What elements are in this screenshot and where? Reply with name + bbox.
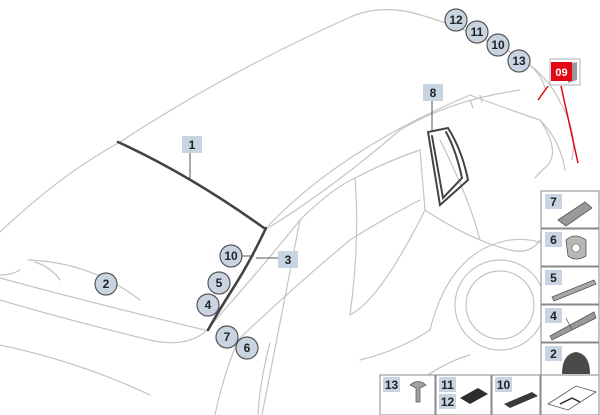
circle-label-top-13[interactable]: 13 <box>507 49 531 73</box>
reference-badge-text: 09 <box>555 67 567 79</box>
trim-icon <box>549 311 597 341</box>
part-thumb-5[interactable]: 5 <box>540 266 600 305</box>
circle-label-top-10[interactable]: 10 <box>486 33 510 57</box>
label-side-window[interactable]: 8 <box>423 84 443 101</box>
label-side-window-text: 8 <box>430 86 437 100</box>
circle-label-top-10-text: 10 <box>491 38 505 52</box>
part-thumb-6[interactable]: 6 <box>540 228 600 267</box>
part-thumb-10-text: 10 <box>497 378 511 392</box>
reference-line <box>560 85 579 164</box>
parts-panel: 7 6 5 4 2 <box>379 190 600 415</box>
circle-label-top-11-text: 11 <box>471 25 484 39</box>
circle-label-pillar-4[interactable]: 4 <box>196 293 220 317</box>
part-thumb-11-text: 11 <box>441 378 454 392</box>
part-thumb-11-12[interactable]: 11 12 <box>435 374 492 415</box>
circle-label-top-11[interactable]: 11 <box>465 20 489 44</box>
part-thumb-13[interactable]: 13 <box>379 374 436 415</box>
label-windscreen[interactable]: 1 <box>182 136 202 153</box>
circle-label-pillar-6-text: 6 <box>244 341 251 355</box>
circle-label-pillar-4-text: 4 <box>205 298 212 312</box>
part-thumb-4-text: 4 <box>550 309 557 323</box>
circle-label-pillar-7-text: 7 <box>224 330 231 344</box>
part-thumb-5-text: 5 <box>550 271 557 285</box>
label-windscreen-text: 1 <box>189 138 196 152</box>
label-a-pillar-text: 3 <box>285 253 292 267</box>
part-thumb-detail[interactable] <box>540 374 600 415</box>
pad-icon <box>460 388 488 404</box>
circle-label-pillar-6[interactable]: 6 <box>235 336 259 360</box>
part-thumb-2[interactable]: 2 <box>540 342 600 381</box>
circle-label-pillar-10-text: 10 <box>224 249 238 263</box>
part-thumb-12-text: 12 <box>441 395 455 409</box>
clip-icon <box>557 201 593 227</box>
reference-line-left <box>537 85 549 101</box>
part-thumb-6-text: 6 <box>550 233 557 247</box>
arrow-icon <box>559 397 581 405</box>
reference-badge[interactable]: 09 <box>549 58 581 86</box>
block-icon <box>504 392 538 408</box>
circle-label-top-12-text: 12 <box>449 13 463 27</box>
circle-label-pillar-5-text: 5 <box>216 276 223 290</box>
windscreen-seal <box>116 140 266 230</box>
part-thumb-7-text: 7 <box>550 195 557 209</box>
circle-label-pillar-7[interactable]: 7 <box>215 325 239 349</box>
part-thumb-2-text: 2 <box>550 347 557 361</box>
side-window-seal <box>426 126 470 207</box>
circle-label-top-13-text: 13 <box>512 54 526 68</box>
screw-icon <box>409 381 427 403</box>
circle-label-pillar-5[interactable]: 5 <box>207 271 231 295</box>
cap-icon <box>562 352 590 374</box>
part-thumb-4[interactable]: 4 <box>540 304 600 343</box>
circle-label-top-12[interactable]: 12 <box>444 8 468 32</box>
circle-label-washer-text: 2 <box>103 277 110 291</box>
highlighted-parts <box>116 126 470 332</box>
part-thumb-13-text: 13 <box>385 378 399 392</box>
circle-label-washer[interactable]: 2 <box>94 272 118 296</box>
circle-label-pillar-10[interactable]: 10 <box>219 244 243 268</box>
strip-icon <box>551 279 597 302</box>
label-a-pillar[interactable]: 3 <box>278 251 298 268</box>
part-thumb-7[interactable]: 7 <box>540 190 600 229</box>
part-thumb-10[interactable]: 10 <box>491 374 541 415</box>
car-outline <box>0 9 575 415</box>
a-pillar-trim <box>206 226 268 332</box>
